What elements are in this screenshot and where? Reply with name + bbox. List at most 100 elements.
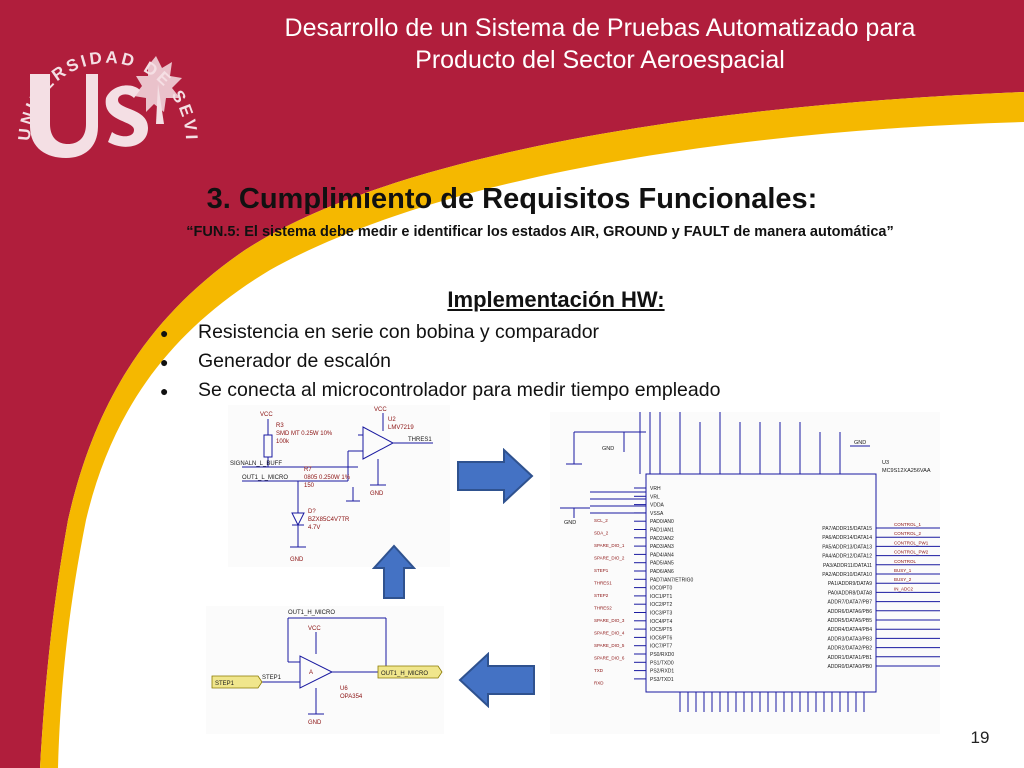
mcu-right-pin-label: PA1/ADDR9/DATA9 — [828, 581, 872, 587]
mcu-left-pin-label: PAD5/AN5 — [650, 561, 674, 567]
comparator-schematic: VCC VCC R3 SMD MT 0.25W 10% 100k U2 LMV7… — [228, 405, 450, 567]
bullet-dot-icon: ● — [160, 383, 169, 399]
mcu-right-pin-label: PA2/ADDR10/DATA10 — [822, 572, 872, 578]
mcu-left-pin-label: PAD3/AN3 — [650, 544, 674, 550]
gnd-label: GND — [308, 720, 322, 726]
university-logo: UNIVERSIDAD DE SEVILLA — [0, 0, 208, 201]
mcu-left-net-label: SPARE_DIO_4 — [594, 631, 625, 636]
mcu-right-net-label: CONTROL_PW2 — [894, 550, 929, 555]
mcu-left-pin-label: IOC0/PT0 — [650, 586, 672, 592]
d7-label: D? — [308, 509, 316, 515]
presentation-title-line1: Desarrollo de un Sistema de Pruebas Auto… — [284, 14, 916, 42]
presentation-title-line2: Producto del Sector Aeroespacial — [415, 46, 785, 74]
mcu-gnd-label: GND — [602, 446, 614, 452]
bullet-text: Resistencia en serie con bobina y compar… — [198, 321, 600, 343]
step1-net-label: STEP1 — [262, 675, 282, 681]
mcu-right-net-label: CONTROL — [894, 559, 916, 564]
out1-port-label: OUT1_H_MICRO — [381, 671, 428, 677]
mcu-left-net-label: SPARE_DIO_3 — [594, 618, 625, 623]
mcu-left-net-label: THRES2 — [594, 606, 612, 611]
amp-label: A — [309, 670, 313, 676]
mcu-right-net-label: IN_ADC2 — [894, 586, 914, 591]
mcu-right-pin-label: ADDR0/DATA0/PB0 — [827, 664, 872, 670]
mcu-right-pin-label: ADDR3/DATA3/PB3 — [827, 636, 872, 642]
mcu-gnd-label: GND — [854, 440, 866, 446]
bullet-dot-icon: ● — [160, 354, 169, 370]
logo-seal: UNIVERSIDAD DE SEVILLA — [0, 0, 198, 158]
mcu-left-net-label: SPARE_DIO_6 — [594, 656, 625, 661]
mcu-right-pin-label: ADDR4/DATA4/PB4 — [827, 627, 872, 633]
mcu-left-net-label: SDA_2 — [594, 531, 609, 536]
mcu-left-pin-label: VDDA — [650, 503, 665, 509]
mcu-left-pin-label: IOC2/PT2 — [650, 602, 672, 608]
u6-label: U6 — [340, 686, 348, 692]
mcu-left-pin-label: VSSA — [650, 511, 664, 517]
mcu-left-net-label: STEP2 — [594, 593, 609, 598]
step1-port-label: STEP1 — [215, 681, 235, 687]
r3-spec: SMD MT 0.25W 10% — [276, 431, 333, 437]
mcu-right-pin-label: PA7/ADDR15/DATA15 — [822, 526, 872, 532]
microcontroller-schematic: GND GND GND U3 MC9S12XA256VAA VRHVRLVDDA… — [550, 412, 940, 734]
mcu-left-pin-label: VRH — [650, 486, 661, 492]
presentation-title: Desarrollo de un Sistema de Pruebas Auto… — [230, 12, 970, 76]
mcu-left-pin-label: PS1/TXD0 — [650, 660, 674, 666]
bullet-dot-icon: ● — [160, 325, 169, 341]
u2-part: LMV7219 — [388, 425, 414, 431]
r3-label: R3 — [276, 423, 284, 429]
mcu-left-net-label: SPARE_DIO_1 — [594, 543, 625, 548]
mcu-left-net-label: TXD — [594, 668, 604, 673]
mcu-left-pin-label: PAD1/AN1 — [650, 528, 674, 534]
mcu-left-pin-label: IOC1/PT1 — [650, 594, 672, 600]
mcu-right-net-label: CONTROL_1 — [894, 522, 922, 527]
r7-label: R7 — [304, 467, 312, 473]
gnd-label: GND — [290, 557, 304, 563]
mcu-left-pin-label: PAD7/AN7/ETRIG0 — [650, 577, 693, 583]
mcu-right-pin-label: PA0/ADDR8/DATA8 — [828, 590, 872, 596]
mcu-left-net-label: SCL_2 — [594, 518, 608, 523]
arrow-right-icon — [457, 448, 534, 504]
gnd-label: GND — [370, 491, 384, 497]
d7-value: 4.7V — [308, 525, 320, 531]
step-generator-schematic: OUT1_H_MICRO STEP1 STEP1 OUT1_H_MICRO VC… — [206, 606, 444, 734]
implementation-bullets: ● Resistencia en serie con bobina y compa… — [160, 318, 720, 405]
mcu-left-pin-label: IOC7/PT7 — [650, 644, 672, 650]
mcu-right-net-label: BUSY_2 — [894, 577, 912, 582]
mcu-right-pin-label: PA3/ADDR11/DATA11 — [823, 563, 872, 569]
mcu-right-pin-label: PA4/ADDR12/DATA12 — [822, 554, 872, 560]
u3-part: MC9S12XA256VAA — [882, 468, 931, 474]
vcc-label: VCC — [260, 412, 273, 418]
vcc-label: VCC — [374, 407, 387, 413]
arrow-left-icon — [458, 652, 535, 708]
mcu-left-pin-label: PAD0/AN0 — [650, 519, 674, 525]
mcu-left-pin-label: PS3/TXD1 — [650, 677, 674, 683]
mcu-left-pin-label: PAD4/AN4 — [650, 552, 674, 558]
bullet-item: ●Se conecta al microcontrolador para med… — [160, 376, 720, 405]
net-signal-in: SIGNALN_L_BUFF — [230, 461, 282, 467]
mcu-left-net-label: SPARE_DIO_2 — [594, 556, 625, 561]
mcu-right-pin-label: PA5/ADDR13/DATA13 — [822, 544, 872, 550]
mcu-right-net-label: CONTROL_PW1 — [894, 540, 929, 545]
mcu-left-pin-label: IOC6/PT6 — [650, 635, 672, 641]
net-top-label: OUT1_H_MICRO — [288, 610, 335, 616]
requirement-text: “FUN.5: El sistema debe medir e identifi… — [186, 224, 894, 240]
page-number: 19 — [970, 728, 990, 747]
mcu-left-pin-label: PS2/RXD1 — [650, 669, 674, 675]
section-title: 3. Cumplimiento de Requisitos Funcionale… — [206, 183, 818, 215]
mcu-right-net-label: CONTROL_2 — [894, 531, 922, 536]
mcu-left-net-label: RXD — [594, 681, 604, 686]
d7-part: BZX85C4V7TR — [308, 517, 350, 523]
r7-spec: 0805 0.250W 1% — [304, 475, 351, 481]
mcu-left-pin-label: PAD2/AN2 — [650, 536, 674, 542]
mcu-left-pin-label: VRL — [650, 494, 660, 500]
mcu-left-pin-label: PAD6/AN6 — [650, 569, 674, 575]
mcu-right-pin-label: ADDR2/DATA2/PB2 — [827, 646, 872, 652]
bullet-item: ● Resistencia en serie con bobina y compa… — [160, 318, 720, 347]
mcu-left-pin-label: IOC4/PT4 — [650, 619, 672, 625]
u2-label: U2 — [388, 417, 396, 423]
net-thres1: THRES1 — [408, 437, 432, 443]
mcu-left-net-label: SPARE_DIO_5 — [594, 643, 625, 648]
mcu-right-net-label: BUSY_1 — [894, 568, 912, 573]
mcu-left-net-label: THRES1 — [594, 581, 612, 586]
u3-label: U3 — [882, 460, 889, 466]
